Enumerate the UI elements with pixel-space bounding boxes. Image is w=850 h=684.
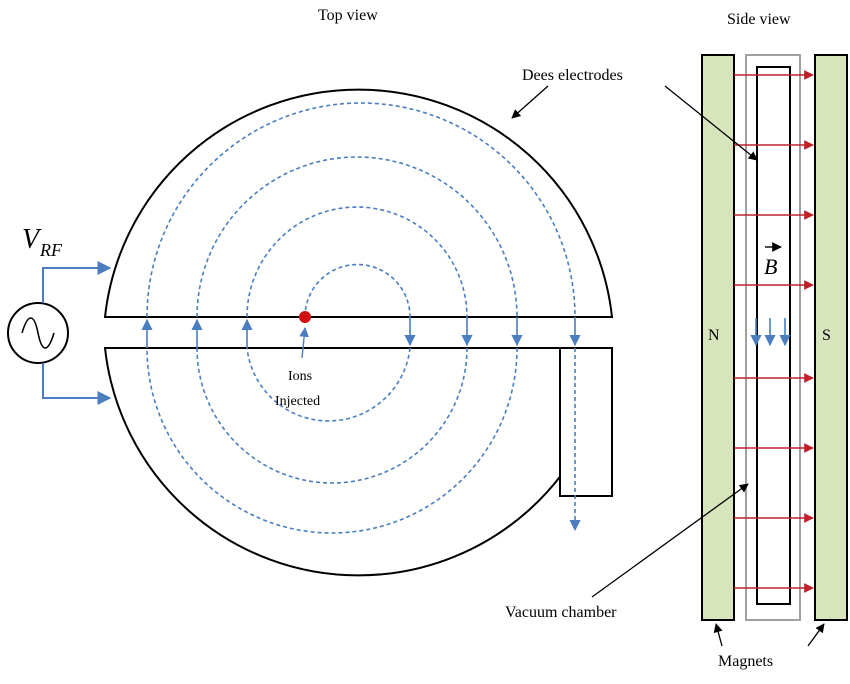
ion-source-dot [299,311,311,323]
ion-spiral-path [146,102,581,534]
sine-wave-icon [21,317,55,349]
magnet-south [814,54,848,621]
ion-motion-arrows [750,318,791,347]
vacuum-pointer [591,483,749,598]
ion-label-line1: Ions [288,369,312,384]
top-view-title: Top view [318,7,378,24]
field-symbol: B [764,254,777,279]
side-view-title: Side view [727,11,791,28]
magnets-label: Magnets [718,653,773,670]
ion-label-line2: Injected [275,394,320,409]
dees-pointer-side [664,85,758,161]
vrf-symbol: V [22,224,42,255]
pole-south-label: S [822,327,831,344]
rf-wires [42,261,112,405]
lower-dee [103,347,614,577]
dees-pointer-top [511,85,549,119]
extraction-port [559,347,613,497]
vrf-subscript: RF [39,240,63,260]
ion-label-arrow [299,327,309,359]
magnet-pointer-s [807,623,825,647]
magnet-pointer-n [713,623,723,647]
upper-dee [103,88,614,318]
magnet-north [701,54,735,621]
vacuum-chamber-label: Vacuum chamber [505,604,617,621]
pole-north-label: N [708,327,720,344]
magnetic-field-lines [734,70,814,593]
gap-crossing-arrows [141,317,581,348]
dees-electrodes-label: Dees electrodes [522,67,623,84]
